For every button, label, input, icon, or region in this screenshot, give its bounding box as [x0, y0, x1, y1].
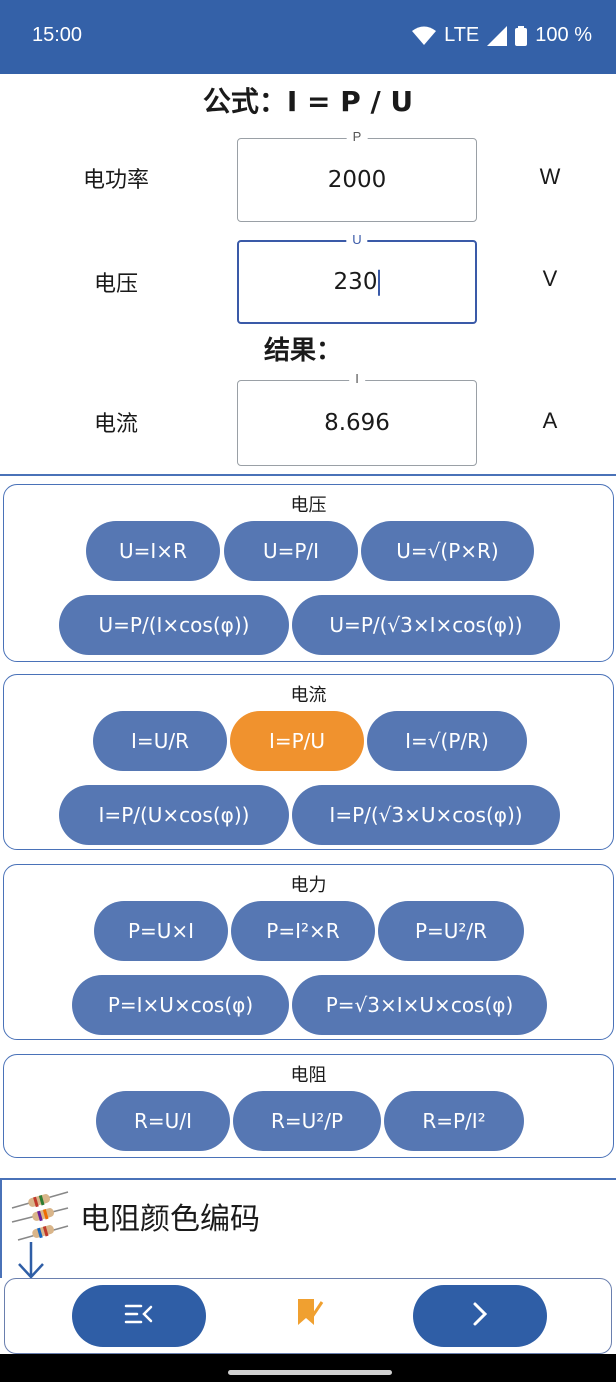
- formula-button-r-u-over-i[interactable]: R=U/I: [96, 1091, 230, 1151]
- chevron-right-icon: [470, 1301, 490, 1331]
- formula-button-p-sqrt3-ixuxcos[interactable]: P=√3×I×U×cos(φ): [292, 975, 547, 1035]
- current-label: 电流: [93, 412, 138, 437]
- power-field[interactable]: P 2000: [237, 129, 477, 222]
- resistor-color-code-panel[interactable]: 电阻颜色编码: [0, 1178, 616, 1279]
- group-title-resistance: 电阻: [290, 1065, 327, 1086]
- signal-icon: [487, 25, 508, 46]
- status-time: 15:00: [32, 24, 83, 46]
- system-nav-bar: [0, 1354, 616, 1382]
- current-field-value: 8.696: [324, 410, 390, 436]
- formula-button-u-p-icos[interactable]: U=P/(I×cos(φ)): [59, 595, 289, 655]
- formula-button-i-u-over-r[interactable]: I=U/R: [93, 711, 227, 771]
- voltage-formula-group: 电压 U=I×R U=P/I U=√(P×R) U=P/(I×cos(φ)) U…: [3, 484, 614, 662]
- bookmark-check-icon[interactable]: [294, 1297, 324, 1331]
- status-icons: LTE 100 %: [412, 24, 592, 47]
- formula-button-p-uxi[interactable]: P=U×I: [94, 901, 228, 961]
- status-bar: 15:00 LTE 100 %: [0, 0, 616, 74]
- formula-button-i-p-sqrt3-ucos[interactable]: I=P/(√3×U×cos(φ)): [292, 785, 560, 845]
- battery-level: 100 %: [535, 24, 592, 46]
- resistance-formula-group: 电阻 R=U/I R=U²/P R=P/I²: [3, 1054, 614, 1158]
- formula-button-u-p-sqrt3-icos[interactable]: U=P/(√3×I×cos(φ)): [292, 595, 560, 655]
- home-gesture-handle[interactable]: [228, 1370, 392, 1375]
- current-result-field: I 8.696: [237, 371, 477, 466]
- group-title-power: 电力: [290, 875, 327, 896]
- voltage-unit: V: [542, 266, 558, 291]
- power-unit: W: [539, 164, 561, 189]
- battery-icon: [515, 25, 528, 46]
- power-field-value: 2000: [327, 167, 387, 193]
- formula-title: 公式：I = P / U: [202, 85, 414, 118]
- voltage-field[interactable]: U 230: [237, 232, 477, 324]
- formula-button-i-p-ucos[interactable]: I=P/(U×cos(φ)): [59, 785, 289, 845]
- resistor-icon: [10, 1186, 70, 1246]
- current-field-legend: I: [349, 371, 365, 386]
- current-unit: A: [542, 408, 558, 433]
- power-label: 电功率: [82, 168, 149, 193]
- formula-button-r-p-over-i2[interactable]: R=P/I²: [384, 1091, 524, 1151]
- section-divider: [0, 474, 616, 476]
- text-caret: [378, 269, 381, 296]
- power-formula-group: 电力 P=U×I P=I²×R P=U²/R P=I×U×cos(φ) P=√3…: [3, 864, 614, 1040]
- formula-button-i-p-over-u[interactable]: I=P/U: [230, 711, 364, 771]
- formula-button-r-u2-over-p[interactable]: R=U²/P: [233, 1091, 381, 1151]
- next-button[interactable]: [413, 1285, 547, 1347]
- network-label: LTE: [444, 24, 480, 46]
- resistor-color-code-title: 电阻颜色编码: [80, 1202, 260, 1237]
- voltage-field-value: 230: [333, 268, 378, 295]
- group-title-voltage: 电压: [290, 495, 327, 516]
- formula-button-p-i2r[interactable]: P=I²×R: [231, 901, 375, 961]
- voltage-field-legend: U: [346, 232, 368, 247]
- arrow-down-icon[interactable]: [16, 1240, 46, 1284]
- formula-button-p-u2-over-r[interactable]: P=U²/R: [378, 901, 524, 961]
- formula-button-i-sqrt-p-r[interactable]: I=√(P/R): [367, 711, 527, 771]
- result-title: 结果：: [264, 336, 343, 366]
- current-formula-group: 电流 I=U/R I=P/U I=√(P/R) I=P/(U×cos(φ)) I…: [3, 674, 614, 850]
- menu-collapse-icon: [124, 1303, 154, 1329]
- bottom-toolbar: [4, 1278, 612, 1354]
- power-field-legend: P: [346, 129, 368, 144]
- formula-button-u-p-over-i[interactable]: U=P/I: [224, 521, 358, 581]
- voltage-label: 电压: [93, 272, 138, 297]
- group-title-current: 电流: [290, 685, 327, 706]
- wifi-icon: [412, 26, 437, 46]
- formula-button-u-ixr[interactable]: U=I×R: [86, 521, 220, 581]
- voltage-field-value-wrap: 230: [239, 269, 475, 296]
- formula-button-p-ixuxcos[interactable]: P=I×U×cos(φ): [72, 975, 289, 1035]
- formula-button-u-sqrt-pr[interactable]: U=√(P×R): [361, 521, 534, 581]
- menu-back-button[interactable]: [72, 1285, 206, 1347]
